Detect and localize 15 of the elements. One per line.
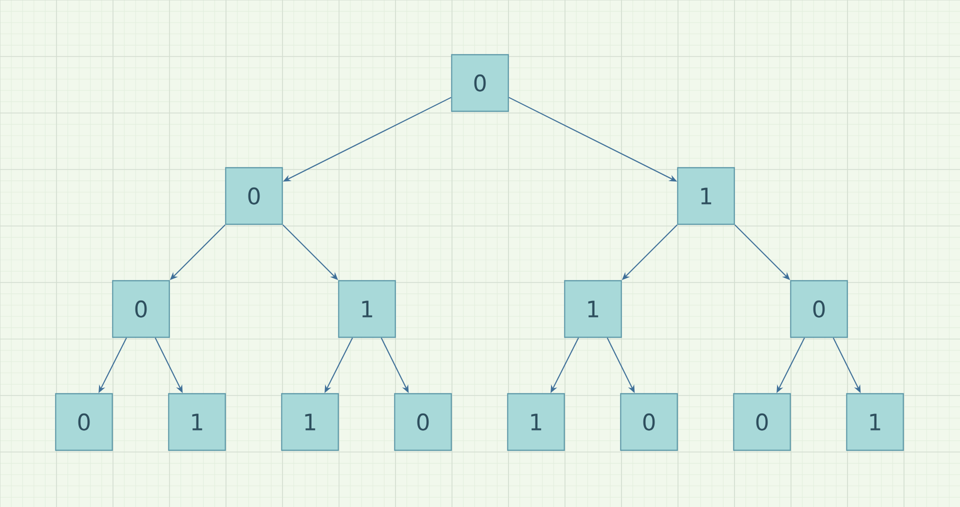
tree-node-box: 1 <box>564 280 622 338</box>
tree-node-box: 0 <box>620 393 678 451</box>
tree-node-box: 0 <box>55 393 113 451</box>
tree-node-box: 0 <box>733 393 791 451</box>
tree-node-box: 0 <box>790 280 848 338</box>
tree-node-box: 0 <box>451 54 509 112</box>
tree-node-box: 0 <box>112 280 170 338</box>
tree-node-box: 0 <box>225 167 283 225</box>
tree-node-box: 1 <box>281 393 339 451</box>
tree-node-box: 1 <box>846 393 904 451</box>
tree-node-box: 1 <box>507 393 565 451</box>
tree-node-box: 1 <box>168 393 226 451</box>
tree-node-box: 1 <box>338 280 396 338</box>
tree-node-box: 0 <box>394 393 452 451</box>
tree-node-box: 1 <box>677 167 735 225</box>
